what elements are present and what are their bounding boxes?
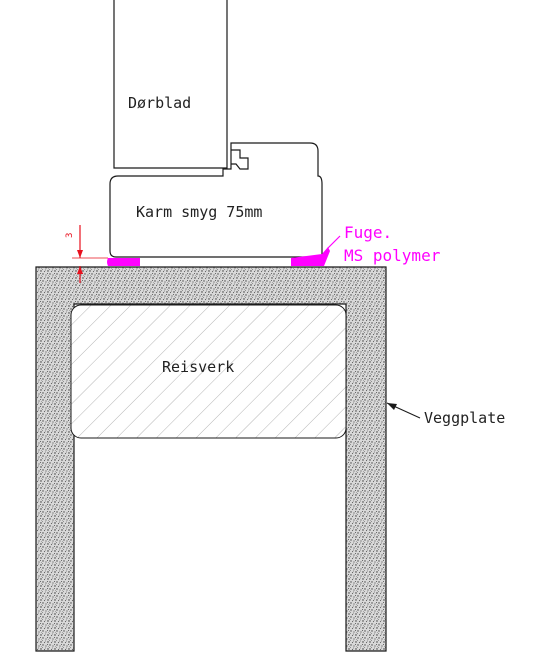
door-leaf — [113, 0, 228, 169]
frame-label: Karm smyg 75mm — [136, 203, 262, 221]
sealant-joint-left — [107, 258, 140, 266]
stud-label: Reisverk — [162, 358, 234, 376]
door-frame — [109, 142, 323, 258]
sealant-leader — [327, 235, 341, 249]
sealant-joint-right — [291, 247, 330, 266]
gap-dimension — [72, 225, 108, 283]
wall-board-leader — [386, 402, 421, 419]
door-leaf-label: Dørblad — [128, 94, 191, 112]
sealant-label-line1: Fuge. — [344, 223, 392, 242]
gap-dimension-label: 3 — [65, 233, 75, 238]
stud-section — [70, 304, 347, 439]
wall-board-label: Veggplate — [424, 409, 505, 427]
sealant-label-line2: MS polymer — [344, 246, 441, 265]
